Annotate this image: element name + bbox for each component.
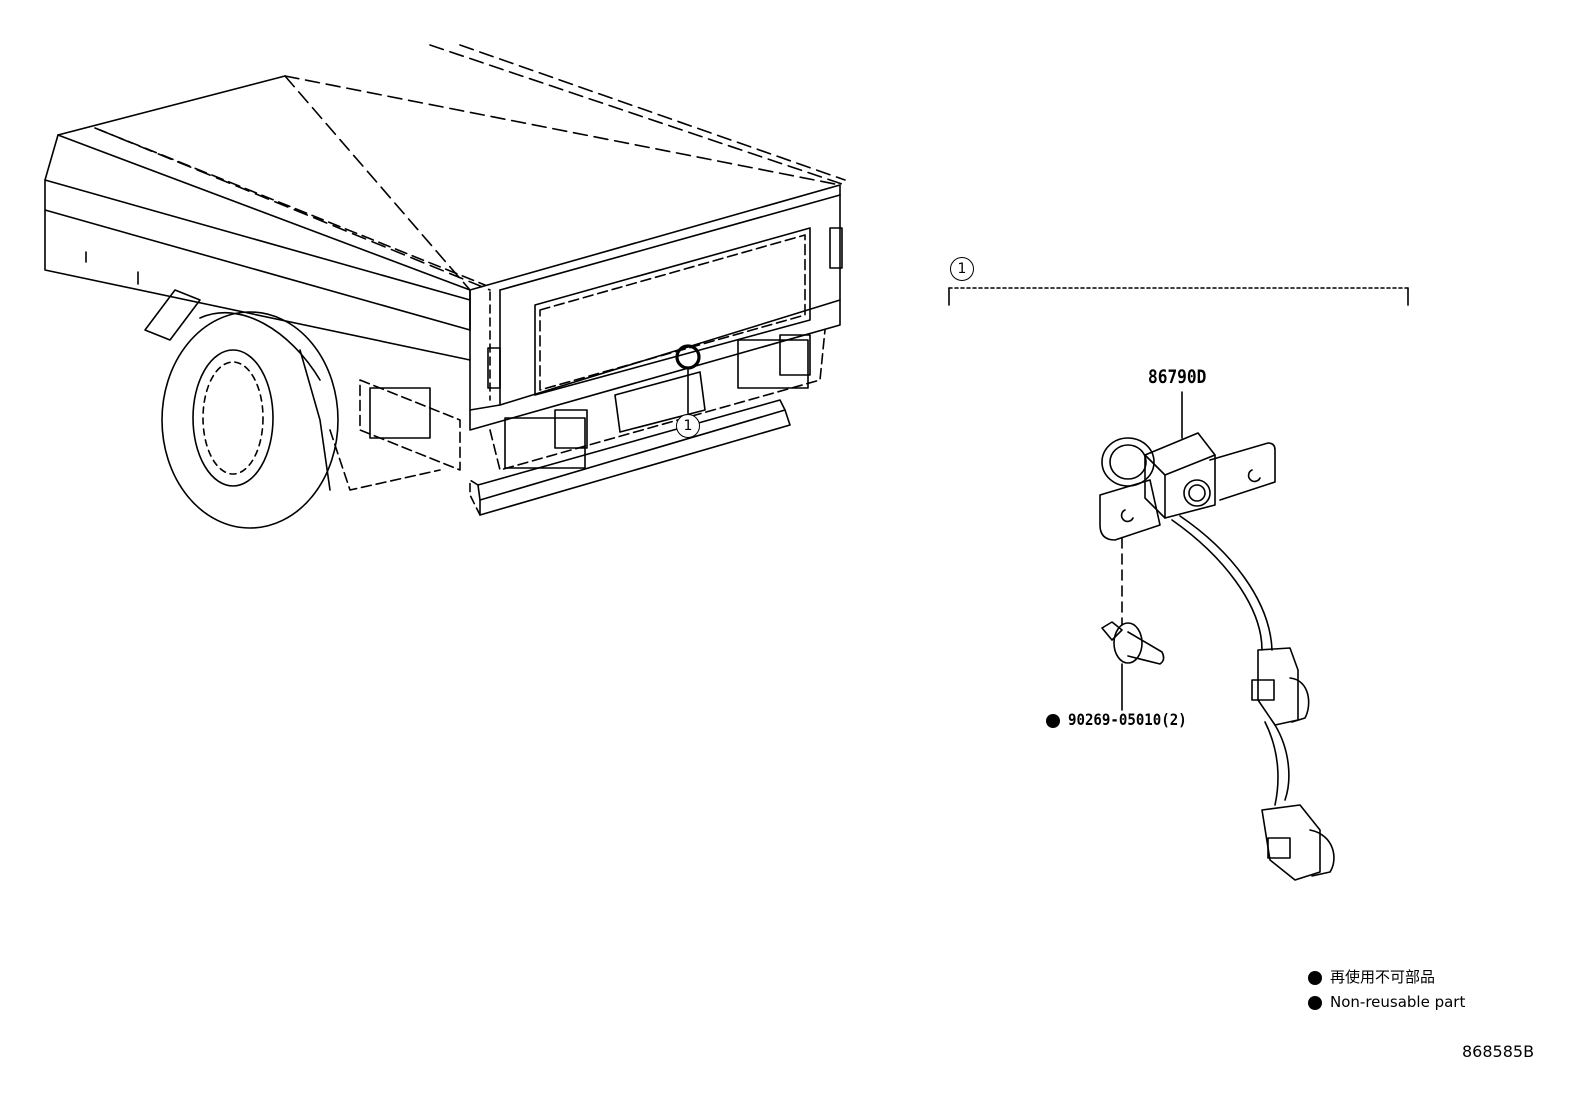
bracket-right bbox=[1209, 442, 1276, 501]
connector-1 bbox=[1257, 647, 1299, 726]
assembly-bracket bbox=[948, 287, 1409, 306]
camera-lens bbox=[1183, 479, 1211, 507]
legend-dot-icon bbox=[1308, 995, 1322, 1010]
non-reusable-icon bbox=[1046, 713, 1060, 728]
latch-left bbox=[487, 347, 501, 389]
side-lamp bbox=[369, 387, 431, 439]
legend-english: Non-reusable part bbox=[1308, 995, 1465, 1010]
bed-top bbox=[284, 75, 841, 186]
clip-part-number[interactable]: 90269-05010(2) bbox=[1068, 710, 1187, 729]
camera-body bbox=[1144, 432, 1216, 519]
legend-japanese: 再使用不可部品 bbox=[1308, 970, 1435, 985]
legend-dot-icon bbox=[1308, 970, 1322, 985]
bed-side-rail bbox=[44, 134, 471, 301]
truck-illustration bbox=[44, 44, 846, 529]
clip-head bbox=[1101, 621, 1123, 641]
rear-wheel bbox=[161, 311, 339, 529]
bracket-left bbox=[1099, 479, 1161, 541]
camera-assembly bbox=[1099, 391, 1335, 881]
latch-right bbox=[829, 227, 843, 269]
rear-lamp-right bbox=[737, 339, 809, 389]
truck-callout: 1 bbox=[676, 414, 700, 438]
clip bbox=[1101, 537, 1165, 711]
legend-japanese-text: 再使用不可部品 bbox=[1330, 968, 1436, 986]
clip-shank bbox=[1127, 631, 1165, 665]
legend-english-text: Non-reusable part bbox=[1330, 993, 1466, 1011]
camera-cable bbox=[1179, 515, 1273, 651]
clip-part-label: 90269-05010(2) bbox=[1046, 712, 1203, 728]
assembly-callout: 1 bbox=[950, 257, 974, 281]
connector-2 bbox=[1261, 804, 1321, 881]
rear-lamp-left bbox=[504, 417, 586, 469]
tailgate bbox=[469, 184, 841, 411]
camera-part-number[interactable]: 86790D bbox=[1148, 366, 1207, 388]
camera-location-marker bbox=[675, 344, 701, 370]
diagram-code: 868585B bbox=[1462, 1042, 1535, 1061]
